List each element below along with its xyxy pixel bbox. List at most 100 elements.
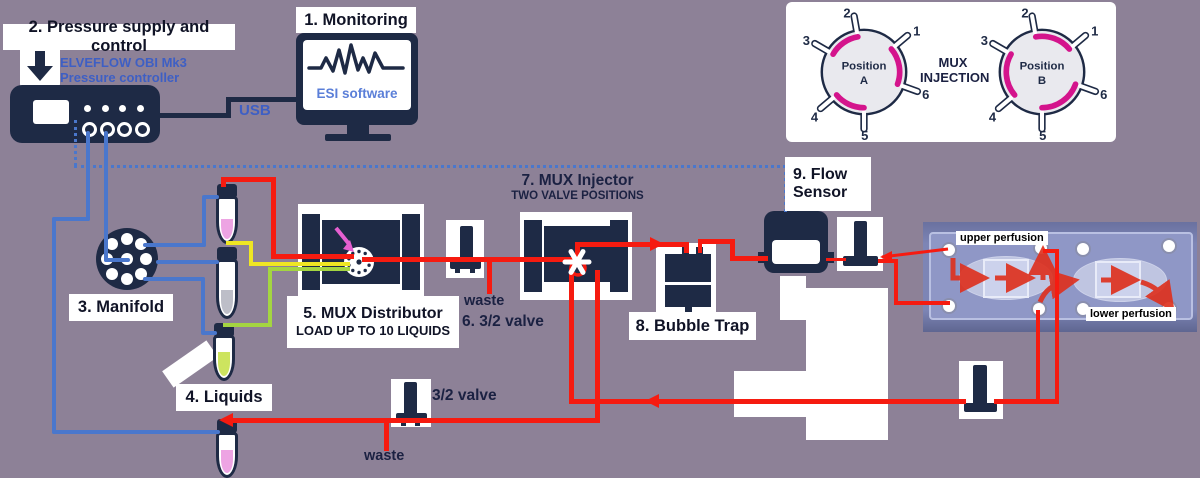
label-mux-distributor-subtitle: LOAD UP TO 10 LIQUIDS [295, 322, 451, 338]
tubing-red [221, 177, 276, 182]
label-mux-distributor-title: 5. MUX Distributor [303, 305, 443, 323]
position-a-letter: A [860, 75, 868, 87]
mux-injection-line2: INJECTION [920, 69, 990, 85]
position-b-text: Position [1020, 61, 1065, 73]
monitor-stand [347, 123, 369, 136]
tubing-red [569, 268, 574, 404]
port-number: 5 [861, 128, 868, 141]
tubing-blue [201, 331, 217, 335]
tubing-blue-dotted [74, 165, 786, 168]
label-monitoring: 1. Monitoring [296, 7, 416, 33]
position-b-letter: B [1038, 75, 1046, 87]
tubing-yellow [249, 241, 253, 263]
tubing-blue [104, 258, 130, 262]
port-number: 3 [981, 33, 988, 48]
down-arrow-icon [35, 51, 45, 66]
position-a-text: Position [842, 61, 887, 73]
tube-body [216, 196, 238, 244]
label-waste-mid: waste [464, 293, 505, 309]
valve-chip-base [964, 403, 997, 412]
tube-rack-blob [162, 340, 218, 388]
valve-foot [401, 422, 406, 426]
tubing-red [826, 258, 846, 261]
tubing-blue [52, 217, 90, 221]
tubing-blue [143, 243, 206, 247]
tubing-red [730, 239, 735, 258]
mux-distributor-device [302, 208, 420, 296]
flow-arrow-left [219, 413, 233, 427]
liquid-tube-pink-bottom [214, 419, 240, 478]
tubing-blue [202, 196, 206, 247]
label-flow-sensor: 9. Flow Sensor [785, 157, 871, 211]
flow-sensor-port-right [828, 252, 834, 263]
tubing-red [569, 399, 598, 404]
tube-body [216, 259, 238, 319]
valve-foot [455, 269, 460, 273]
label-waste-bottom: waste [364, 448, 405, 464]
label-flow-sensor-line1: 9. Flow [793, 165, 848, 183]
label-mux-injector-title: 7. MUX Injector [521, 172, 634, 189]
liquid-tube-green [211, 323, 237, 381]
tubing-red [271, 177, 276, 257]
manifold-port [106, 268, 118, 280]
valve-sensor-base [843, 256, 878, 266]
tubing-red [698, 239, 735, 244]
tubing-red [684, 242, 689, 253]
valve-6-base [450, 260, 481, 269]
waveform-icon [307, 43, 405, 75]
port-number: 2 [843, 6, 850, 21]
monitor-base [325, 134, 391, 141]
valve-position-b-diagram: 2 1 3 4 5 6 Position B [981, 6, 1108, 141]
chip-upper-perfusion-label: upper perfusion [956, 231, 1048, 245]
flow-arrow-left [645, 394, 659, 408]
monitor: ESI software [296, 33, 418, 125]
tubing-red [994, 399, 1059, 404]
tubing-blue-dotted [74, 120, 77, 166]
label-mux-injector-subtitle: TWO VALVE POSITIONS [511, 189, 644, 202]
manifold-port [140, 253, 152, 265]
port-number: 6 [922, 87, 929, 102]
tubing-yellow [226, 241, 252, 245]
port-number: 4 [989, 110, 997, 125]
port-number: 1 [913, 23, 920, 38]
tubing-red [595, 270, 600, 423]
tubing-red-waste [384, 421, 389, 451]
liquid-tube-pink [214, 184, 240, 244]
controller-port [135, 122, 150, 137]
port-number: 3 [803, 33, 810, 48]
bubble-trap-drain [685, 307, 692, 313]
controller-led [119, 105, 126, 112]
manifold-port [135, 238, 147, 250]
controller-led [137, 105, 144, 112]
injector-left-block [524, 220, 542, 292]
tubing-green [223, 323, 272, 327]
tube-cap [217, 184, 237, 198]
perfusion-chip-photo: upper perfusion lower perfusion [923, 222, 1197, 332]
usb-cable [226, 98, 231, 118]
bubble-trap-upper-chamber [665, 254, 711, 282]
tubing-green [268, 267, 272, 327]
tubing-red [221, 177, 226, 187]
usb-cable [226, 97, 300, 102]
valve-foot [470, 269, 475, 273]
pressure-arrow-badge [20, 46, 60, 88]
tubing-red [1043, 249, 1059, 253]
tubing-yellow [249, 262, 350, 266]
tubing-red [271, 254, 354, 259]
chip-port [1075, 241, 1091, 257]
tube-liquid-gray [221, 290, 233, 314]
tube-body [213, 335, 235, 381]
tube-liquid-pink [221, 219, 233, 239]
flow-sensor-screen [772, 240, 820, 264]
port-number: 2 [1021, 6, 1028, 21]
tubing-blue [156, 260, 219, 264]
manifold-port [121, 273, 133, 285]
label-bubble-trap: 8. Bubble Trap [629, 312, 756, 340]
valve-sensor-stem [854, 221, 867, 258]
label-pressure-supply: 2. Pressure supply and control [3, 18, 235, 55]
pressure-controller-device [10, 85, 160, 143]
tubing-blue [52, 217, 56, 434]
tubing-red [1055, 250, 1059, 402]
label-mux-distributor: 5. MUX Distributor LOAD UP TO 10 LIQUIDS [287, 296, 459, 348]
tube-body [216, 432, 238, 478]
